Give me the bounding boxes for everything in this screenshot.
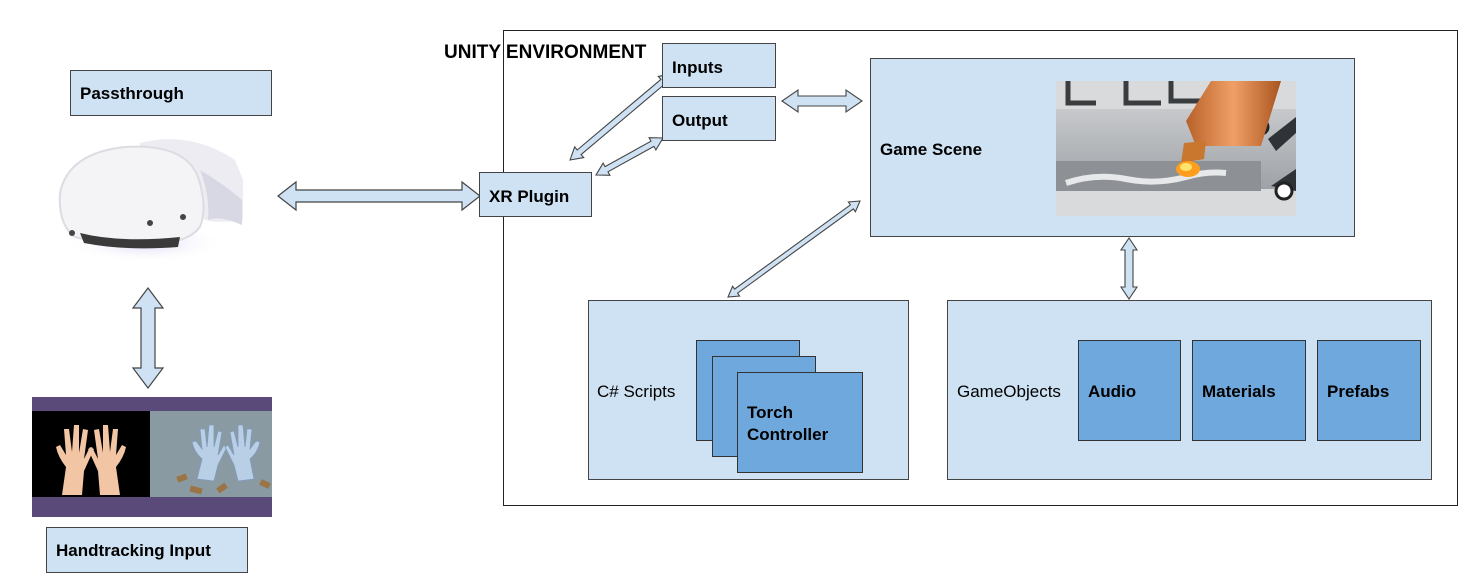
prefabs-label: Prefabs <box>1327 382 1390 401</box>
output-label: Output <box>672 111 728 130</box>
materials-box: Materials <box>1192 340 1306 441</box>
audio-box: Audio <box>1078 340 1181 441</box>
torch-controller-label-line1: Torch <box>747 403 793 422</box>
gameobjects-label: GameObjects <box>957 382 1061 401</box>
unity-environment-title: UNITY ENVIRONMENT <box>444 42 647 63</box>
csharp-scripts-label: C# Scripts <box>597 382 676 401</box>
gamescene-scripts-arrow <box>727 200 861 298</box>
xr-plugin-label: XR Plugin <box>489 187 570 206</box>
audio-label: Audio <box>1088 382 1137 401</box>
inputs-label: Inputs <box>672 58 723 77</box>
handtracking-label: Handtracking Input <box>56 541 211 560</box>
torch-controller-box: Torch Controller <box>737 372 863 473</box>
passthrough-box: Passthrough <box>70 70 272 116</box>
game-scene-label: Game Scene <box>880 140 983 159</box>
xr-plugin-box: XR Plugin <box>479 172 592 217</box>
xr-output-arrow <box>595 137 664 176</box>
handtracking-image <box>32 397 272 517</box>
output-box: Output <box>662 96 776 141</box>
vr-headset-image <box>58 139 243 263</box>
gamescene-gameobjects-arrow <box>1119 237 1139 300</box>
handtracking-box: Handtracking Input <box>46 527 248 573</box>
passthrough-label: Passthrough <box>80 84 184 103</box>
welding-scene-image <box>1056 81 1296 216</box>
io-gamescene-arrow <box>781 88 863 114</box>
prefabs-box: Prefabs <box>1317 340 1421 441</box>
headset-handtracking-arrow <box>131 287 165 389</box>
torch-controller-label-line2: Controller <box>747 425 829 444</box>
game-scene-box: Game Scene <box>870 58 1355 237</box>
materials-label: Materials <box>1202 382 1276 401</box>
inputs-box: Inputs <box>662 43 776 88</box>
